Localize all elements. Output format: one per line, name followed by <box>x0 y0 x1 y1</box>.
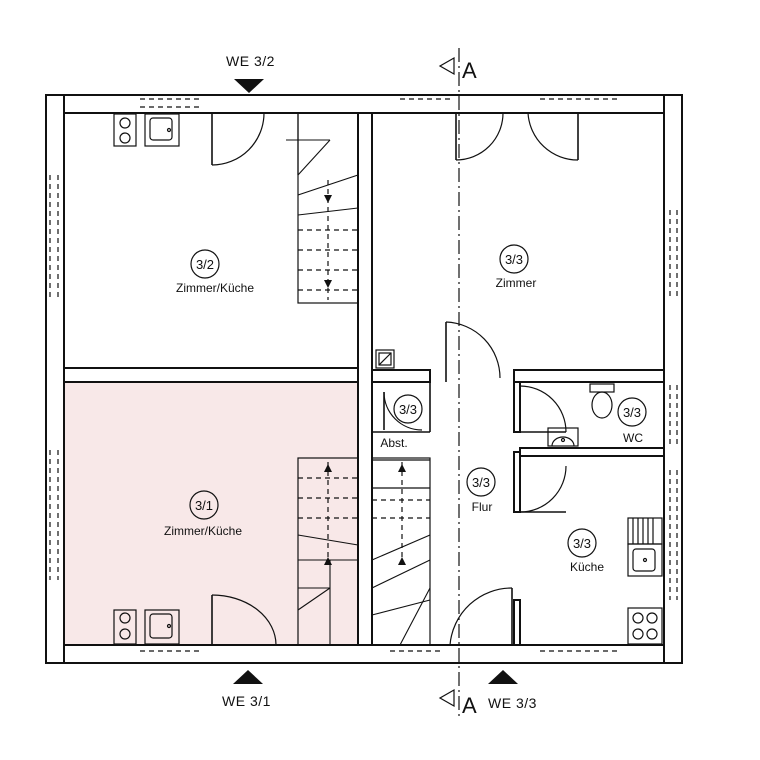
stairs <box>286 112 431 646</box>
section-label: A <box>462 58 477 83</box>
entrance-label-top: WE 3/2 <box>226 53 275 69</box>
entrance-bottom-left: WE 3/1 <box>222 670 271 709</box>
entrance-top: WE 3/2 <box>226 53 275 93</box>
walls <box>45 94 683 664</box>
windows <box>49 98 678 652</box>
stove-icon <box>113 609 137 645</box>
section-marker-bottom: A <box>438 688 477 718</box>
room-label-zimmer: 3/3 Zimmer <box>496 244 537 290</box>
room-name: Zimmer/Küche <box>164 524 242 538</box>
toilet-icon <box>589 383 615 419</box>
entrance-arrow-icon <box>233 670 263 684</box>
room-name: Zimmer/Küche <box>176 281 254 295</box>
room-id: 3/3 <box>623 405 641 420</box>
room-name: WC <box>623 431 643 445</box>
stove-icon <box>627 607 663 645</box>
shaft-icon <box>375 349 395 369</box>
stove-icon <box>113 113 137 147</box>
entrance-label-bottom-right: WE 3/3 <box>488 695 537 711</box>
entrance-bottom-right: WE 3/3 <box>488 670 537 711</box>
room-id: 3/3 <box>573 536 591 551</box>
section-label: A <box>462 693 477 718</box>
room-label-flur: 3/3 Flur <box>466 467 496 514</box>
sink-icon <box>627 543 663 577</box>
sink-icon <box>144 609 180 645</box>
room-label-3-2: 3/2 Zimmer/Küche <box>176 249 254 295</box>
room-id: 3/3 <box>399 402 417 417</box>
room-label-abst: 3/3 Abst. <box>380 394 423 450</box>
room-label-3-1: 3/1 Zimmer/Küche <box>164 490 242 538</box>
section-marker-top: A <box>438 56 477 83</box>
room-name: Küche <box>570 560 604 574</box>
entrance-arrow-icon <box>234 79 264 93</box>
room-label-kueche: 3/3 Küche <box>567 528 604 574</box>
entrance-label-bottom-left: WE 3/1 <box>222 693 271 709</box>
room-id: 3/1 <box>195 498 213 513</box>
sink-icon <box>144 113 180 147</box>
entrance-arrow-icon <box>488 670 518 684</box>
room-id: 3/2 <box>196 257 214 272</box>
counter-icon <box>627 517 663 545</box>
room-name: Abst. <box>380 436 407 450</box>
fixtures <box>113 113 663 645</box>
room-name: Zimmer <box>496 276 537 290</box>
room-name: Flur <box>472 500 493 514</box>
room-label-wc: 3/3 WC <box>617 397 647 445</box>
room-id: 3/3 <box>472 475 490 490</box>
room-id: 3/3 <box>505 252 523 267</box>
washbasin-icon <box>547 427 579 447</box>
room-highlight-3-1 <box>64 383 358 654</box>
doors <box>211 112 579 646</box>
